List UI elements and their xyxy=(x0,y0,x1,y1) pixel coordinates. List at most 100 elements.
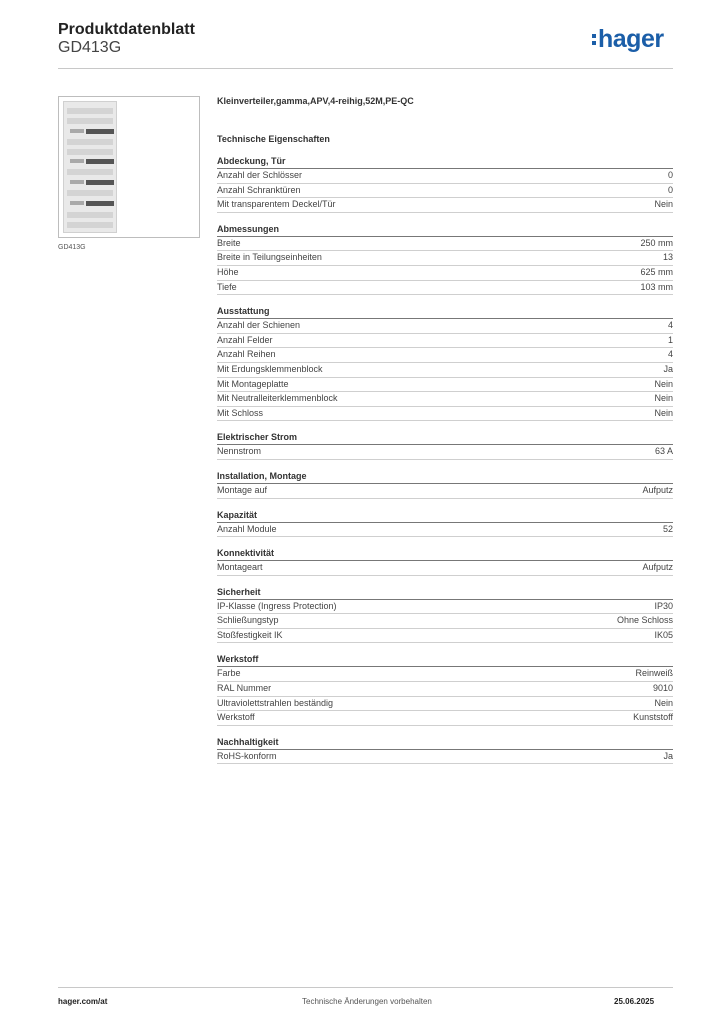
property-label: RoHS-konform xyxy=(217,750,277,761)
property-value: 0 xyxy=(667,170,673,180)
property-label: Ultraviolettstrahlen beständig xyxy=(217,697,334,708)
product-image xyxy=(58,96,200,238)
property-label: Nennstrom xyxy=(217,446,262,457)
property-label: Breite in Teilungseinheiten xyxy=(217,252,322,263)
property-value: Aufputz xyxy=(642,484,673,495)
section-title: Kapazität xyxy=(217,510,673,523)
property-label: Mit transparentem Deckel/Tür xyxy=(217,199,336,210)
property-row: Mit transparentem Deckel/Tür Nein xyxy=(217,198,673,213)
distribution-board-illustration xyxy=(63,101,117,233)
property-value: Ja xyxy=(663,750,673,761)
property-row: Anzahl Felder 1 xyxy=(217,334,673,349)
section-title: Konnektivität xyxy=(217,548,673,562)
property-value: 0 xyxy=(667,184,673,195)
product-code: GD413G xyxy=(58,39,122,56)
property-row: RoHS-konform Ja xyxy=(217,750,673,765)
property-label: Mit Schloss xyxy=(217,407,264,418)
property-label: Werkstoff xyxy=(217,712,255,723)
property-row: Schließungstyp Ohne Schloss xyxy=(217,614,673,629)
property-value: 63 A xyxy=(654,446,673,457)
property-label: Anzahl Felder xyxy=(217,334,273,345)
property-row: Anzahl Schranktüren 0 xyxy=(217,184,673,199)
property-value: Kunststoff xyxy=(633,712,673,723)
property-label: Anzahl Reihen xyxy=(217,349,276,360)
image-caption: GD413G xyxy=(58,244,86,251)
property-row: IP-Klasse (Ingress Protection) IP30 xyxy=(217,600,673,615)
property-value: Aufputz xyxy=(642,562,673,573)
section-title: Ausstattung xyxy=(217,306,673,320)
property-value: 52 xyxy=(662,523,673,534)
property-label: Anzahl der Schienen xyxy=(217,320,301,331)
property-label: IP-Klasse (Ingress Protection) xyxy=(217,600,337,611)
property-value: 250 mm xyxy=(640,237,673,248)
footer-website: hager.com/at xyxy=(58,997,108,1006)
section-title: Abdeckung, Tür xyxy=(217,156,673,169)
property-label: Anzahl Schranktüren xyxy=(217,184,301,195)
footer-divider xyxy=(58,987,673,988)
section-title: Elektrischer Strom xyxy=(217,432,673,446)
property-label: Breite xyxy=(217,237,241,248)
property-row: Ultraviolettstrahlen beständig Nein xyxy=(217,697,673,712)
section-title: Installation, Montage xyxy=(217,471,673,484)
logo-wordmark: hager xyxy=(598,25,664,53)
property-value: IP30 xyxy=(654,600,673,611)
property-row: Anzahl Reihen 4 xyxy=(217,348,673,363)
property-row: Nennstrom 63 A xyxy=(217,445,673,460)
spec-content: Kleinverteiler,gamma,APV,4-reihig,52M,PE… xyxy=(217,96,673,775)
property-label: Montage auf xyxy=(217,484,268,495)
product-description: Kleinverteiler,gamma,APV,4-reihig,52M,PE… xyxy=(217,96,414,106)
property-value: 4 xyxy=(667,320,673,331)
property-value: Nein xyxy=(654,378,673,389)
property-value: Nein xyxy=(654,697,673,708)
page-title: Produktdatenblatt xyxy=(58,21,195,38)
property-label: Montageart xyxy=(217,562,263,573)
property-label: Mit Erdungsklemmenblock xyxy=(217,363,323,374)
section-title: Werkstoff xyxy=(217,654,673,668)
tech-properties-heading: Technische Eigenschaften xyxy=(217,134,330,144)
property-label: Schließungstyp xyxy=(217,615,279,626)
section-title: Abmessungen xyxy=(217,224,673,237)
logo-dots-icon xyxy=(592,34,596,45)
property-value: Ohne Schloss xyxy=(616,615,673,626)
footer-date: 25.06.2025 xyxy=(614,997,655,1006)
property-row: Stoßfestigkeit IK IK05 xyxy=(217,629,673,644)
property-value: Nein xyxy=(654,199,673,210)
property-row: Montage auf Aufputz xyxy=(217,484,673,499)
property-label: Farbe xyxy=(217,668,241,679)
property-value: Nein xyxy=(654,407,673,418)
property-row: Tiefe 103 mm xyxy=(217,281,673,296)
hager-logo: hager xyxy=(592,25,664,53)
property-label: Anzahl der Schlösser xyxy=(217,170,303,180)
property-row: Farbe Reinweiß xyxy=(217,667,673,683)
property-row: Mit Schloss Nein xyxy=(217,407,673,422)
property-row: Werkstoff Kunststoff xyxy=(217,711,673,726)
property-label: Tiefe xyxy=(217,281,237,292)
property-label: Stoßfestigkeit IK xyxy=(217,629,283,640)
property-row: Mit Erdungsklemmenblock Ja xyxy=(217,363,673,378)
property-row: Anzahl der Schienen 4 xyxy=(217,319,673,334)
property-value: 13 xyxy=(662,252,673,263)
property-row: Breite in Teilungseinheiten 13 xyxy=(217,251,673,266)
property-value: 4 xyxy=(667,349,673,360)
footer-notice: Technische Änderungen vorbehalten xyxy=(302,997,432,1006)
property-value: 103 mm xyxy=(640,281,673,292)
property-value: Ja xyxy=(663,363,673,374)
property-row: Montageart Aufputz xyxy=(217,561,673,576)
property-value: 1 xyxy=(667,334,673,345)
property-value: IK05 xyxy=(654,629,673,640)
property-value: Reinweiß xyxy=(635,668,673,679)
property-label: Mit Neutralleiterklemmenblock xyxy=(217,393,338,404)
